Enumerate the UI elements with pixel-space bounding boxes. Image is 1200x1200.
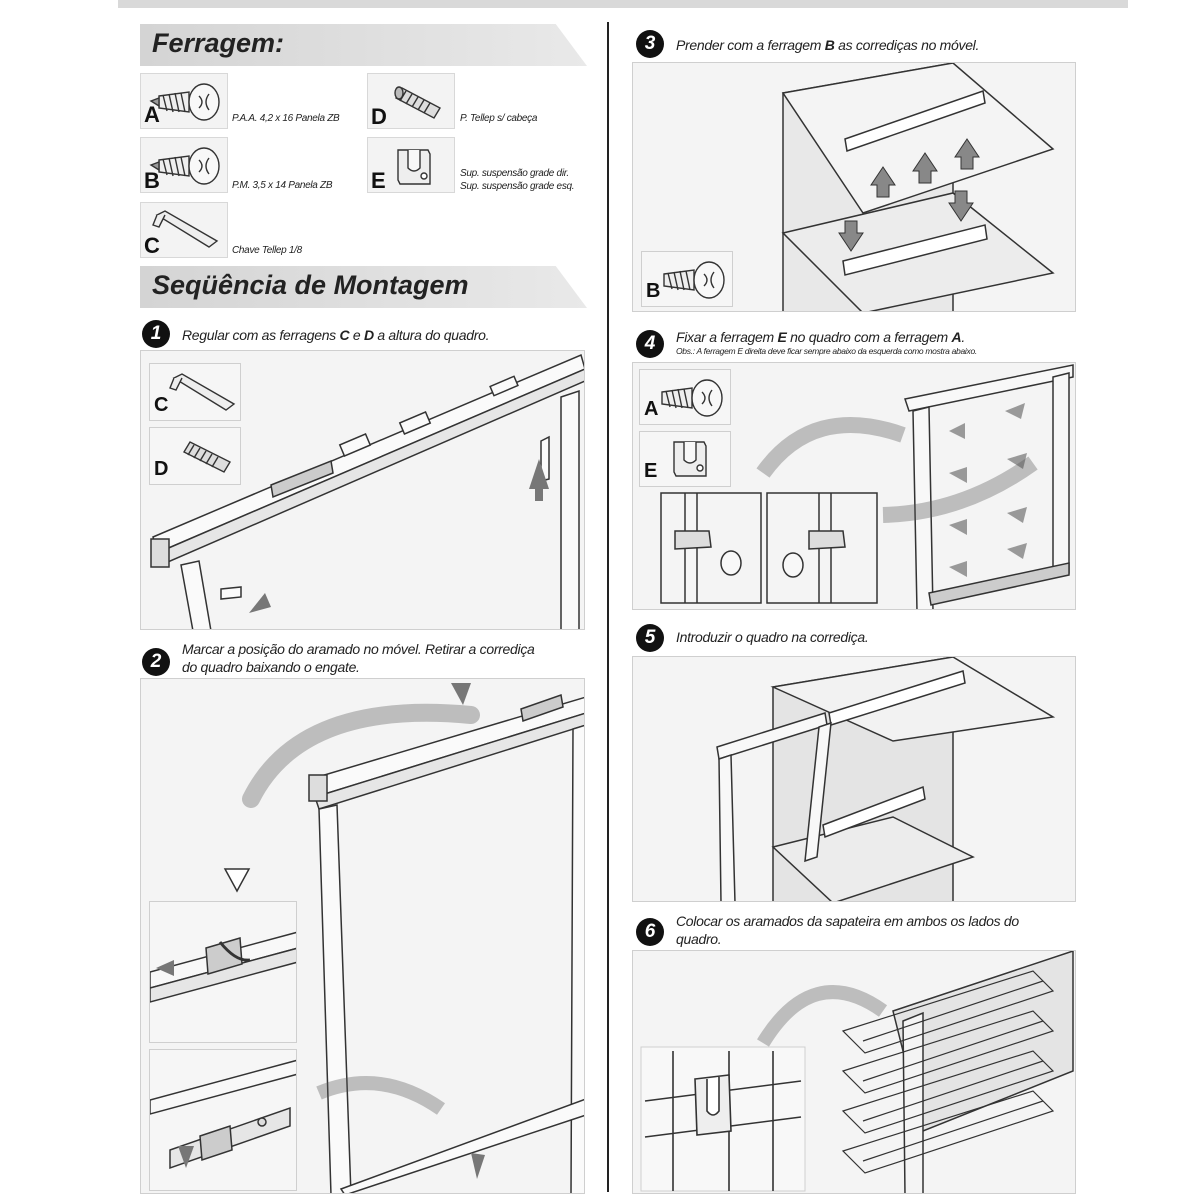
hardware-e-box: E xyxy=(367,137,455,193)
step-2-inset-slide xyxy=(149,1049,297,1191)
column-divider xyxy=(607,22,609,1192)
hardware-e-description-left: Sup. suspensão grade esq. xyxy=(460,181,575,192)
hardware-a-letter: A xyxy=(144,102,160,127)
wire-racks-drawing xyxy=(640,951,1074,1193)
hardware-a-box: A xyxy=(140,73,228,129)
step-5-illustration xyxy=(632,656,1076,902)
step-1-text: Regular com as ferragens C e D a altura … xyxy=(182,327,490,343)
slide-detail-drawing xyxy=(150,1059,296,1170)
frame-rail-drawing xyxy=(150,353,584,629)
step-4-number: 4 xyxy=(636,330,664,358)
step-1-number: 1 xyxy=(142,320,170,348)
hardware-b-letter: B xyxy=(144,168,160,193)
hardware-section-banner: Ferragem: xyxy=(140,24,587,66)
step-1-inset-d-letter: D xyxy=(154,458,169,480)
step-1-illustration: C D xyxy=(140,350,585,630)
step-4-illustration: A E xyxy=(632,362,1076,610)
screw-icon xyxy=(149,147,220,185)
step-3-text: Prender com a ferragem B as corrediças n… xyxy=(676,37,980,53)
step-4-note: Obs.: A ferragem E direita deve ficar se… xyxy=(676,346,977,356)
step-4-inset-e-letter: E xyxy=(644,460,658,482)
screw-icon xyxy=(149,83,220,121)
step-5-number: 5 xyxy=(636,624,664,652)
step-2-text: Marcar a posição do aramado no móvel. Re… xyxy=(182,641,535,675)
step-3-number: 3 xyxy=(636,30,664,58)
bracket-fixing-drawing xyxy=(660,364,1074,609)
step-3-inset-b: B xyxy=(641,251,733,307)
step-1-inset-c-letter: C xyxy=(154,394,169,416)
sequence-section-banner: Seqüência de Montagem xyxy=(140,266,587,308)
hardware-c-letter: C xyxy=(144,233,160,258)
cabinet-slides-drawing xyxy=(781,63,1055,311)
step-4-inset-a: A xyxy=(639,369,731,425)
hardware-a-description: P.A.A. 4,2 x 16 Panela ZB xyxy=(232,113,340,124)
step-6-number: 6 xyxy=(636,918,664,946)
step-4-inset-e: E xyxy=(639,431,731,487)
top-bar xyxy=(118,0,1128,8)
screw-icon xyxy=(661,379,723,417)
frame-insertion-drawing xyxy=(716,657,1056,901)
step-4-inset-a-letter: A xyxy=(644,398,659,420)
headless-screw-icon xyxy=(394,86,441,119)
hardware-e-description-right: Sup. suspensão grade dir. xyxy=(460,168,569,179)
hardware-b-box: B xyxy=(140,137,228,193)
headless-screw-icon xyxy=(183,441,231,473)
hardware-c-box: C xyxy=(140,202,228,258)
step-1-inset-d: D xyxy=(149,427,241,485)
allen-key-icon xyxy=(169,373,236,411)
step-6-text: Colocar os aramados da sapateira em ambo… xyxy=(676,913,1019,947)
step-5-text: Introduzir o quadro na corrediça. xyxy=(676,629,869,645)
frame-removal-drawing xyxy=(223,683,584,1193)
step-4-text: Fixar a ferragem E no quadro com a ferra… xyxy=(676,329,965,345)
step-2-number: 2 xyxy=(142,648,170,676)
hardware-section-title: Ferragem: xyxy=(152,28,285,58)
allen-key-icon xyxy=(152,210,219,248)
step-6-illustration xyxy=(632,950,1076,1194)
latch-detail-drawing xyxy=(150,931,296,1003)
bracket-icon xyxy=(397,149,431,185)
step-2-inset-latch xyxy=(149,901,297,1043)
step-1-inset-c: C xyxy=(149,363,241,421)
sequence-section-title: Seqüência de Montagem xyxy=(152,270,469,300)
bracket-icon xyxy=(673,441,707,477)
hardware-d-box: D xyxy=(367,73,455,129)
step-2-illustration xyxy=(140,678,585,1194)
step-3-illustration: B xyxy=(632,62,1076,312)
hardware-c-description: Chave Tellep 1/8 xyxy=(232,245,302,256)
hardware-e-letter: E xyxy=(371,168,386,193)
hardware-d-letter: D xyxy=(371,104,387,129)
screw-icon xyxy=(663,261,725,299)
hardware-b-description: P.M. 3,5 x 14 Panela ZB xyxy=(232,180,333,191)
hardware-d-description: P. Tellep s/ cabeça xyxy=(460,113,538,124)
step-3-inset-b-letter: B xyxy=(646,280,661,302)
